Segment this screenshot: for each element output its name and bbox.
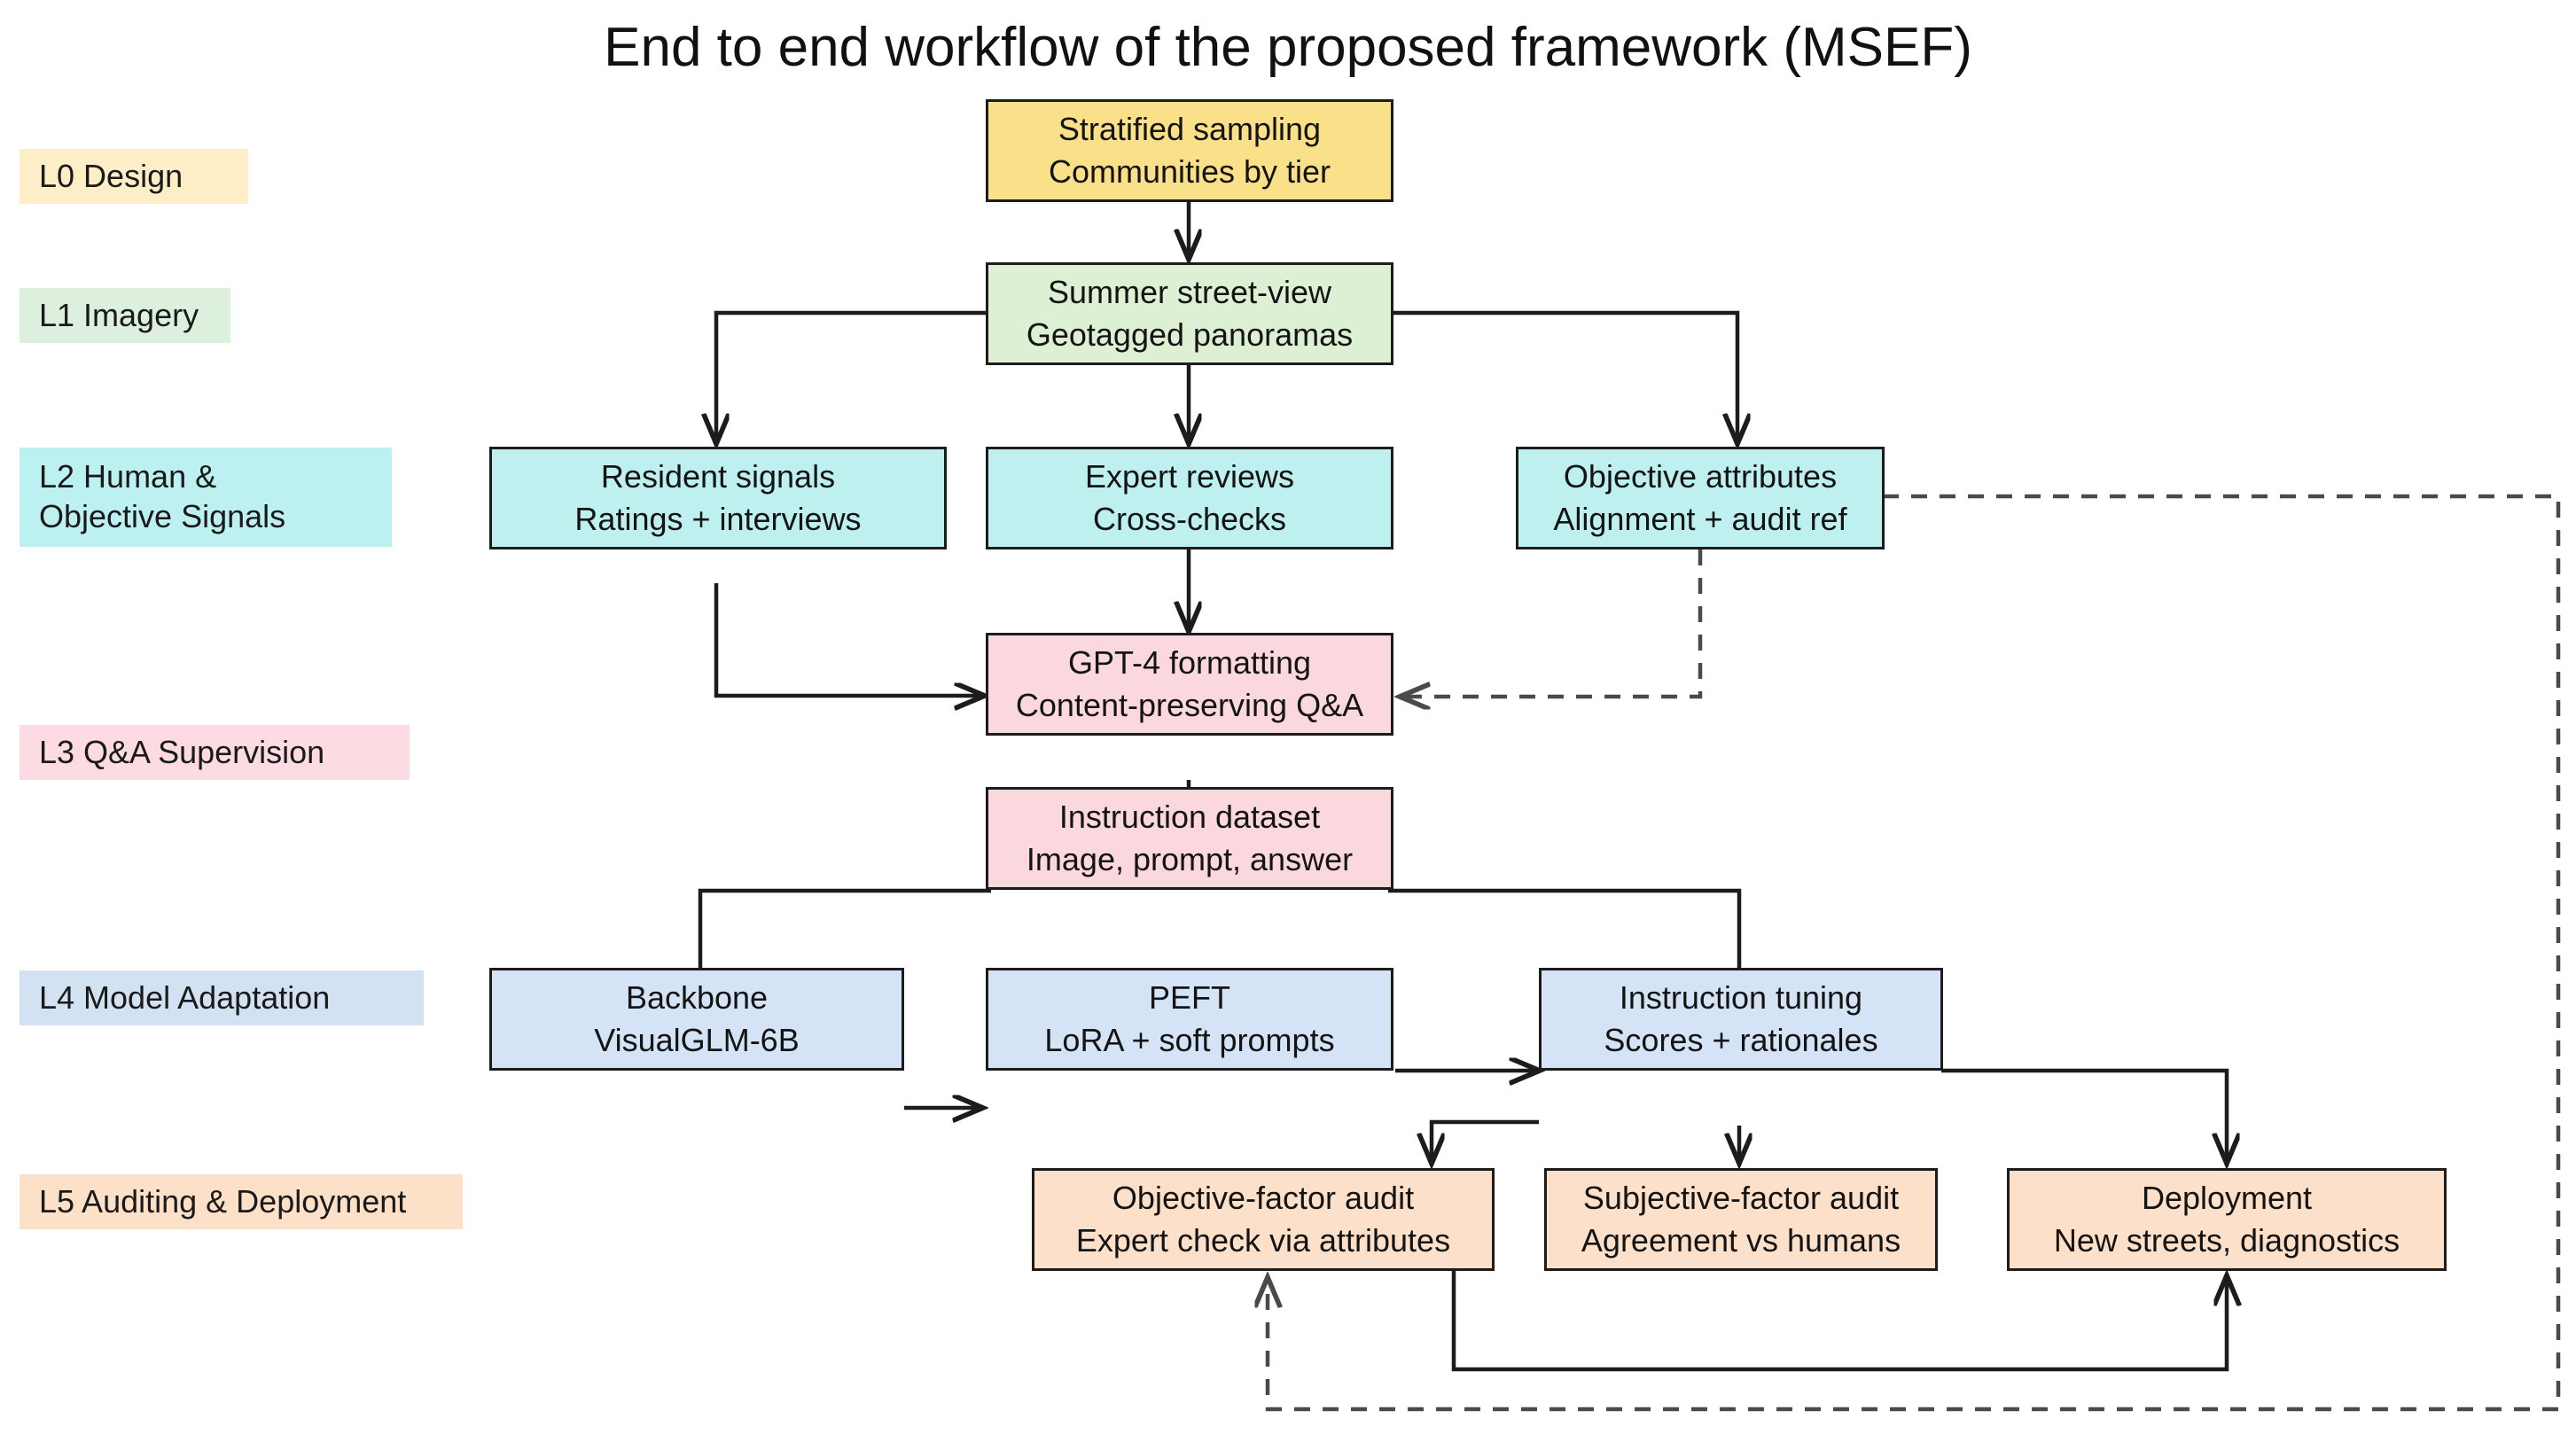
node-subjective-factor-audit[interactable]: Subjective-factor audit Agreement vs hum… [1544,1168,1938,1271]
lane-label-l0-text: L0 Design [39,157,183,194]
node-stratified-sampling-line2: Communities by tier [1048,153,1331,190]
node-objective-factor-audit-line2: Expert check via attributes [1075,1222,1451,1259]
lane-label-l5: L5 Auditing & Deployment [20,1174,463,1229]
edge-imagery-to-objattr [1388,310,1737,443]
node-subjective-factor-audit-line2: Agreement vs humans [1581,1222,1901,1259]
node-objective-factor-audit-line1: Objective-factor audit [1112,1180,1415,1217]
node-objective-attributes-line2: Alignment + audit ref [1553,501,1847,537]
node-instruction-tuning-line1: Instruction tuning [1619,979,1863,1017]
node-objective-attributes-line1: Objective attributes [1563,458,1838,495]
lane-label-l2-text-line1: L2 Human & [39,458,217,495]
node-instruction-dataset[interactable]: Instruction dataset Image, prompt, answe… [986,787,1393,890]
lane-label-l2-text-line2: Objective Signals [39,498,286,534]
lane-label-l0: L0 Design [20,149,248,204]
edge-global-feedback-dashed [1268,494,2561,1412]
node-instruction-dataset-line2: Image, prompt, answer [1026,841,1354,877]
edge-imagery-to-resident [716,310,991,443]
node-expert-reviews-line2: Cross-checks [1092,501,1287,537]
lane-label-l2: L2 Human & Objective Signals [20,448,392,547]
lane-label-l1: L1 Imagery [20,288,230,343]
node-resident-signals-line2: Ratings + interviews [574,501,862,537]
node-instruction-dataset-line1: Instruction dataset [1058,799,1321,836]
node-instruction-tuning-line2: Scores + rationales [1604,1022,1878,1058]
node-objective-factor-audit[interactable]: Objective-factor audit Expert check via … [1032,1168,1495,1271]
lane-label-l3: L3 Q&A Supervision [20,725,410,780]
node-subjective-factor-audit-line1: Subjective-factor audit [1582,1180,1900,1217]
lane-label-l3-text: L3 Q&A Supervision [39,733,325,770]
node-deployment-line2: New streets, diagnostics [2053,1222,2400,1259]
lane-label-l5-text: L5 Auditing & Deployment [39,1182,407,1220]
node-backbone[interactable]: Backbone VisualGLM-6B [489,968,904,1071]
node-summer-street-view-line2: Geotagged panoramas [1026,316,1354,353]
node-instruction-tuning[interactable]: Instruction tuning Scores + rationales [1539,968,1943,1071]
node-peft[interactable]: PEFT LoRA + soft prompts [986,968,1393,1071]
lane-label-l1-text: L1 Imagery [39,296,199,333]
node-objective-attributes[interactable]: Objective attributes Alignment + audit r… [1516,447,1885,549]
node-stratified-sampling[interactable]: Stratified sampling Communities by tier [986,99,1393,202]
node-deployment[interactable]: Deployment New streets, diagnostics [2007,1168,2447,1271]
node-resident-signals[interactable]: Resident signals Ratings + interviews [489,447,947,549]
edge-insttune-to-objaudit [1432,1119,1539,1163]
node-peft-line2: LoRA + soft prompts [1044,1022,1335,1058]
node-summer-street-view[interactable]: Summer street-view Geotagged panoramas [986,262,1393,365]
edge-insttune-to-deploy [1941,1068,2227,1163]
node-stratified-sampling-line1: Stratified sampling [1058,111,1322,148]
node-expert-reviews[interactable]: Expert reviews Cross-checks [986,447,1393,549]
node-deployment-line1: Deployment [2141,1180,2313,1217]
node-gpt4-formatting[interactable]: GPT-4 formatting Content-preserving Q&A [986,633,1393,736]
node-resident-signals-line1: Resident signals [600,458,836,495]
edge-objattr-to-gpt4-dashed [1401,549,1703,697]
edge-objaudit-to-deploy [1451,1271,2227,1372]
node-summer-street-view-line1: Summer street-view [1047,274,1332,311]
node-backbone-line2: VisualGLM-6B [594,1022,800,1058]
node-backbone-line1: Backbone [625,979,769,1017]
node-gpt4-formatting-line2: Content-preserving Q&A [1015,687,1364,723]
node-expert-reviews-line1: Expert reviews [1084,458,1295,495]
page-title: End to end workflow of the proposed fram… [604,17,1972,78]
lane-label-l4-text: L4 Model Adaptation [39,978,331,1016]
edge-resident-to-gpt4 [714,583,984,696]
lane-label-l4: L4 Model Adaptation [20,970,424,1025]
node-peft-line1: PEFT [1148,979,1230,1017]
node-gpt4-formatting-line1: GPT-4 formatting [1067,644,1312,682]
